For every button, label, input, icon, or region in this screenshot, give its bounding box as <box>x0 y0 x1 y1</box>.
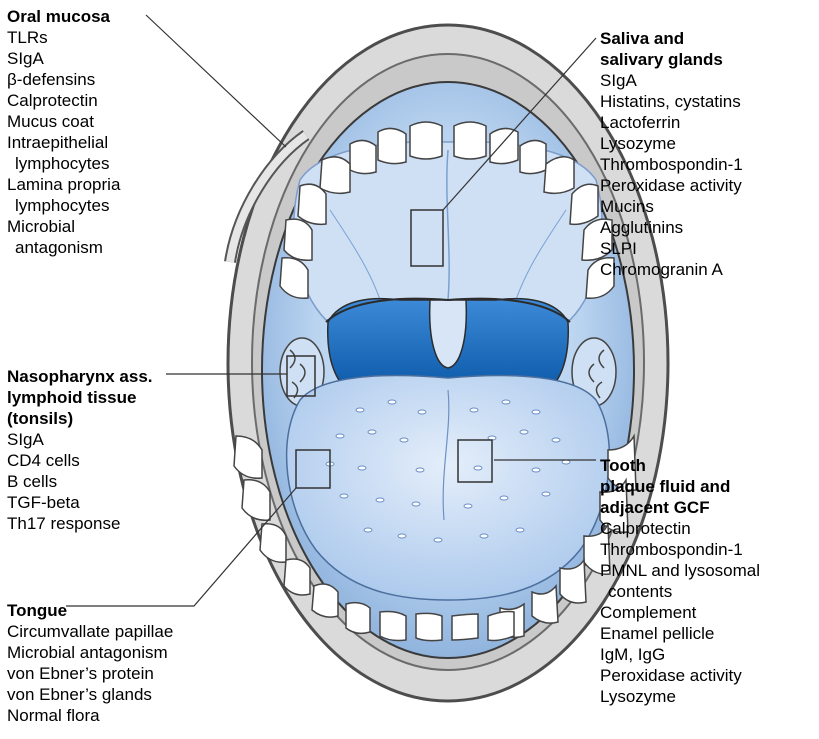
list-item: Complement <box>600 602 760 623</box>
naso-title-line-2: lymphoid tissue <box>7 387 153 408</box>
list-item-text: SIgA <box>7 49 44 68</box>
list-item-text: β-defensins <box>7 70 95 89</box>
list-item-text: Thrombospondin-1 <box>600 155 743 174</box>
tooth-block: Tooth plaque fluid and adjacent GCF Calp… <box>600 455 760 707</box>
list-item: CD4 cells <box>7 450 153 471</box>
list-item: Mucins <box>600 196 743 217</box>
list-item: Peroxidase activity <box>600 175 743 196</box>
oral-mucosa-title: Oral mucosa <box>7 6 120 27</box>
list-item-continuation: antagonism <box>7 237 120 258</box>
list-item: Enamel pellicle <box>600 623 760 644</box>
saliva-title-line-1: Saliva and <box>600 28 743 49</box>
list-item-text: IgM, IgG <box>600 645 665 664</box>
saliva-block: Saliva and salivary glands SIgA Histatins… <box>600 28 743 280</box>
tooth-title-line-1: Tooth <box>600 455 760 476</box>
list-item: Thrombospondin-1 <box>600 154 743 175</box>
list-item: β-defensins <box>7 69 120 90</box>
list-item-text: SIgA <box>7 430 44 449</box>
list-item-text: SLPI <box>600 239 637 258</box>
list-item-text: Microbial antagonism <box>7 643 168 662</box>
list-item: Th17 response <box>7 513 153 534</box>
list-item-text: Mucins <box>600 197 654 216</box>
list-item-text: Circumvallate papillae <box>7 622 173 641</box>
list-item-text: Lactoferrin <box>600 113 680 132</box>
list-item-text: Agglutinins <box>600 218 683 237</box>
list-item-text: Peroxidase activity <box>600 176 742 195</box>
tongue-title: Tongue <box>7 600 173 621</box>
list-item: Chromogranin A <box>600 259 743 280</box>
list-item: Peroxidase activity <box>600 665 760 686</box>
tongue <box>287 376 610 600</box>
list-item: SIgA <box>600 70 743 91</box>
list-item: von Ebner’s glands <box>7 684 173 705</box>
list-item-text: Calprotectin <box>7 91 98 110</box>
list-item: Lysozyme <box>600 133 743 154</box>
list-item-text: B cells <box>7 472 57 491</box>
list-item-text: PMNL and lysosomal <box>600 561 760 580</box>
list-item: Circumvallate papillae <box>7 621 173 642</box>
list-item-text: SIgA <box>600 71 637 90</box>
list-item-text: Th17 response <box>7 514 120 533</box>
list-item: Mucus coat <box>7 111 120 132</box>
list-item-text: von Ebner’s protein <box>7 664 154 683</box>
list-item: TLRs <box>7 27 120 48</box>
list-item: Thrombospondin-1 <box>600 539 760 560</box>
list-item: Calprotectin <box>600 518 760 539</box>
list-item-text: Normal flora <box>7 706 100 725</box>
list-item-text: Chromogranin A <box>600 260 723 279</box>
list-item: Normal flora <box>7 705 173 726</box>
list-item: IgM, IgG <box>600 644 760 665</box>
list-item-text: Microbial <box>7 217 75 236</box>
naso-title-line-3: (tonsils) <box>7 408 153 429</box>
list-item: SIgA <box>7 429 153 450</box>
list-item-text: Lysozyme <box>600 134 676 153</box>
list-item: Calprotectin <box>7 90 120 111</box>
list-item: B cells <box>7 471 153 492</box>
list-item-text: Complement <box>600 603 696 622</box>
list-item-text: von Ebner’s glands <box>7 685 152 704</box>
oral-mucosa-leader <box>146 15 286 147</box>
tongue-block: Tongue Circumvallate papillaeMicrobial a… <box>7 600 173 726</box>
tooth-title-line-2: plaque fluid and <box>600 476 760 497</box>
list-item: SLPI <box>600 238 743 259</box>
list-item-text: Enamel pellicle <box>600 624 714 643</box>
list-item: SIgA <box>7 48 120 69</box>
list-item-continuation: lymphocytes <box>7 195 120 216</box>
list-item-text: Lysozyme <box>600 687 676 706</box>
naso-title-line-1: Nasopharynx ass. <box>7 366 153 387</box>
list-item: Agglutinins <box>600 217 743 238</box>
list-item-text: TLRs <box>7 28 48 47</box>
list-item: Histatins, cystatins <box>600 91 743 112</box>
list-item-text: Thrombospondin-1 <box>600 540 743 559</box>
list-item-text: TGF-beta <box>7 493 80 512</box>
nasopharynx-block: Nasopharynx ass. lymphoid tissue (tonsil… <box>7 366 153 534</box>
list-item-text: Peroxidase activity <box>600 666 742 685</box>
list-item: Lactoferrin <box>600 112 743 133</box>
list-item-continuation: contents <box>600 581 760 602</box>
list-item: Microbial antagonism <box>7 642 173 663</box>
list-item-text: CD4 cells <box>7 451 80 470</box>
list-item: von Ebner’s protein <box>7 663 173 684</box>
tooth-title-line-3: adjacent GCF <box>600 497 760 518</box>
list-item-continuation: lymphocytes <box>7 153 120 174</box>
list-item-text: Lamina propria <box>7 175 120 194</box>
saliva-title-line-2: salivary glands <box>600 49 743 70</box>
list-item: Lysozyme <box>600 686 760 707</box>
list-item-text: Calprotectin <box>600 519 691 538</box>
list-item-text: Histatins, cystatins <box>600 92 741 111</box>
list-item-text: Mucus coat <box>7 112 94 131</box>
list-item-text: Intraepithelial <box>7 133 108 152</box>
list-item: TGF-beta <box>7 492 153 513</box>
